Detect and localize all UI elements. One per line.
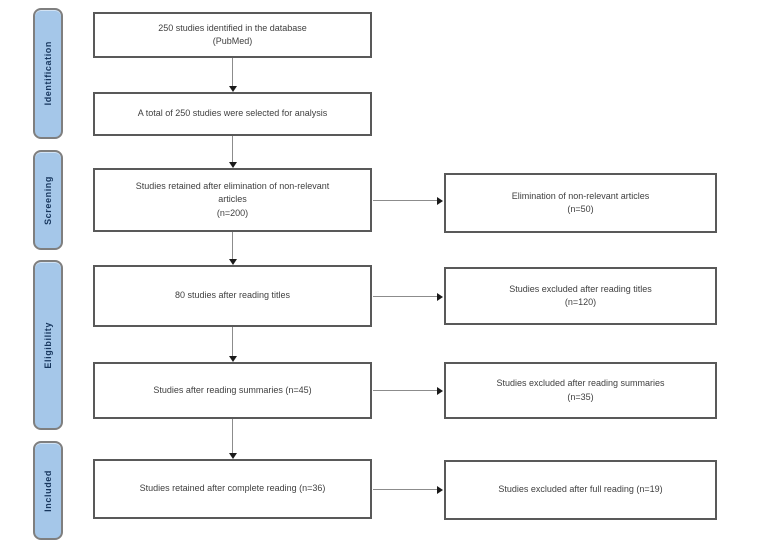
box-line: A total of 250 studies were selected for… <box>137 108 328 119</box>
box-line: articles <box>218 194 247 205</box>
arrow-down-icon <box>229 136 237 168</box>
arrow-right-icon <box>373 387 443 395</box>
box-line: Studies after reading summaries (n=45) <box>153 384 312 395</box>
box-eliminated-non-relevant: Elimination of non-relevant articles (n=… <box>444 173 717 233</box>
box-excluded-reading-summaries: Studies excluded after reading summaries… <box>444 362 717 419</box>
arrow-down-icon <box>229 58 237 92</box>
stage-screening: Screening <box>33 150 63 250</box>
box-studies-identified: 250 studies identified in the database (… <box>93 12 372 58</box>
box-line: (n=120) <box>564 297 597 307</box>
box-line: Studies excluded after reading titles <box>509 283 652 294</box>
arrow-down-icon <box>229 232 237 265</box>
stage-eligibility: Eligibility <box>33 260 63 430</box>
box-line: Studies retained after complete reading … <box>139 483 326 494</box>
box-after-reading-summaries: Studies after reading summaries (n=45) <box>93 362 372 419</box>
box-line: Studies excluded after reading summaries <box>496 378 665 389</box>
stage-label: Identification <box>43 41 53 106</box>
arrow-down-icon <box>229 327 237 362</box>
arrow-right-icon <box>373 486 443 494</box>
box-studies-selected: A total of 250 studies were selected for… <box>93 92 372 136</box>
box-excluded-full-reading: Studies excluded after full reading (n=1… <box>444 460 717 520</box>
box-line: 250 studies identified in the database <box>158 22 307 33</box>
stage-label: Included <box>43 469 53 512</box>
arrow-right-icon <box>373 293 443 301</box>
box-excluded-reading-titles: Studies excluded after reading titles (n… <box>444 267 717 325</box>
stage-label: Eligibility <box>43 321 53 369</box>
arrow-right-icon <box>373 197 443 205</box>
box-after-reading-titles: 80 studies after reading titles <box>93 265 372 327</box>
box-line: Elimination of non-relevant articles <box>511 190 650 201</box>
stage-identification: Identification <box>33 8 63 139</box>
box-line: (n=35) <box>567 391 594 402</box>
box-line: Studies retained after elimination of no… <box>135 181 330 192</box>
stage-label: Screening <box>43 175 53 225</box>
box-line: (n=50) <box>567 204 594 214</box>
arrow-down-icon <box>229 419 237 459</box>
box-line: (PubMed) <box>212 36 253 46</box>
box-retained-after-complete-reading: Studies retained after complete reading … <box>93 459 372 519</box>
box-line: (n=200) <box>216 207 249 218</box>
box-line: 80 studies after reading titles <box>174 290 291 301</box>
stage-included: Included <box>33 441 63 540</box>
box-line: Studies excluded after full reading (n=1… <box>498 484 663 495</box>
box-retained-after-elimination: Studies retained after elimination of no… <box>93 168 372 232</box>
